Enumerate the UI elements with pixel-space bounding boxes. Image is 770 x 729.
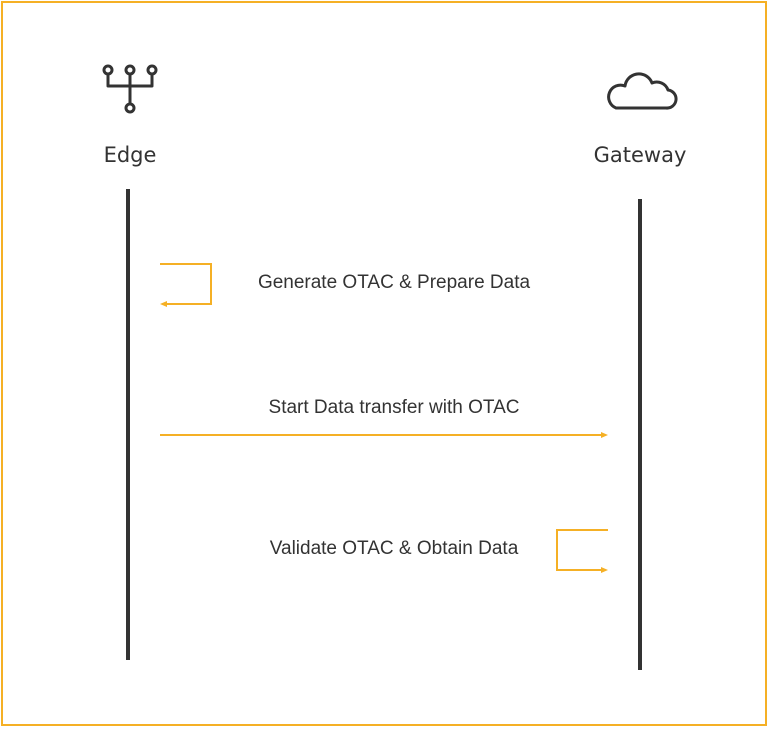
message-label-start-transfer: Start Data transfer with OTAC (268, 397, 520, 418)
self-arrow-generate (160, 263, 212, 307)
network-fork-icon (102, 64, 158, 114)
self-arrow-validate (556, 529, 608, 573)
message-label-generate: Generate OTAC & Prepare Data (257, 272, 531, 293)
edge-label: Edge (103, 143, 157, 167)
cloud-icon (607, 72, 678, 110)
arrow-start-transfer (160, 432, 608, 438)
gateway-label: Gateway (593, 143, 687, 167)
message-label-validate: Validate OTAC & Obtain Data (269, 538, 519, 559)
